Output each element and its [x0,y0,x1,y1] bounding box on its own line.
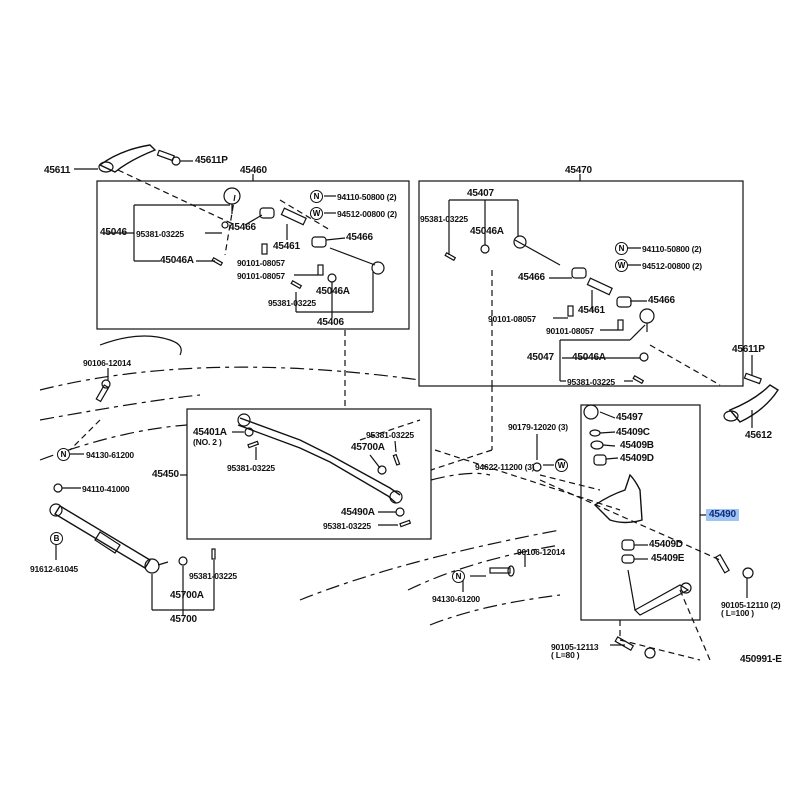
part-label-45046a-c[interactable]: 45046A [470,226,504,237]
part-label-45409d-a[interactable]: 45409D [620,453,654,464]
part-label-45409c[interactable]: 45409C [616,427,650,438]
bolt-symbol: B [50,532,63,545]
part-label-45409d-b[interactable]: 45409D [649,539,683,550]
part-label-90179[interactable]: 90179-12020 (3) [508,422,568,432]
diagram-code: 450991-E [740,654,782,665]
part-label-45466-c[interactable]: 45466 [518,272,545,283]
part-label-45612[interactable]: 45612 [745,430,772,441]
group-box-45450 [186,408,432,540]
part-label-45461-b[interactable]: 45461 [578,305,605,316]
part-label-45611[interactable]: 45611 [44,165,71,176]
part-label-94110-a[interactable]: 94110-50800 (2) [337,192,397,202]
part-label-94512-a[interactable]: 94512-00800 (2) [337,209,397,219]
group-box-45470 [418,180,744,387]
group-label-45700[interactable]: 45700 [170,614,197,625]
part-label-45409b[interactable]: 45409B [620,440,654,451]
part-label-95381-b[interactable]: 95381-03225 [268,298,316,308]
part-label-45497[interactable]: 45497 [616,412,643,423]
part-label-94622[interactable]: 94622-11200 (3) [475,462,535,472]
part-label-95381-c[interactable]: 95381-03225 [420,214,468,224]
group-label-45490-highlighted[interactable]: 45490 [706,509,739,521]
part-label-45046[interactable]: 45046 [100,227,127,238]
part-label-94512-b[interactable]: 94512-00800 (2) [642,261,702,271]
part-label-95381-a[interactable]: 95381-03225 [136,229,184,239]
washer-symbol-a: W [310,207,323,220]
part-label-90101-d[interactable]: 90101-08057 [546,326,594,336]
group-label-45470[interactable]: 45470 [565,165,592,176]
nut-symbol-a: N [310,190,323,203]
part-label-45490a[interactable]: 45490A [341,507,375,518]
part-label-90105-b[interactable]: 90105-12113 [551,642,599,652]
nut-symbol-d: N [452,570,465,583]
part-label-94110-b[interactable]: 94110-50800 (2) [642,244,702,254]
part-label-95381-d[interactable]: 95381-03225 [567,377,615,387]
part-label-45401a-note: (NO. 2 ) [193,437,222,447]
part-label-95381-g[interactable]: 95381-03225 [323,521,371,531]
part-label-95381-e[interactable]: 95381-03225 [227,463,275,473]
part-label-45461-a[interactable]: 45461 [273,241,300,252]
part-label-45700a-a[interactable]: 45700A [351,442,385,453]
group-box-45490 [580,404,701,621]
washer-symbol-b: W [615,259,628,272]
part-label-90101-a[interactable]: 90101-08057 [237,258,285,268]
part-label-45466-d[interactable]: 45466 [648,295,675,306]
part-label-90106-a[interactable]: 90106-12014 [83,358,131,368]
part-label-45700a-b[interactable]: 45700A [170,590,204,601]
part-label-45406[interactable]: 45406 [317,317,344,328]
part-label-94130-a[interactable]: 94130-61200 [86,450,134,460]
part-label-90105-a-note: ( L=100 ) [721,608,754,618]
part-label-45407[interactable]: 45407 [467,188,494,199]
part-label-90105-b-note: ( L=80 ) [551,650,580,660]
part-label-94110-c[interactable]: 94110-41000 [82,484,130,494]
part-label-45046a-b[interactable]: 45046A [316,286,350,297]
part-label-90105-a[interactable]: 90105-12110 (2) [721,600,781,610]
group-label-45460[interactable]: 45460 [240,165,267,176]
part-label-45409e[interactable]: 45409E [651,553,685,564]
part-label-45047[interactable]: 45047 [527,352,554,363]
group-label-45450[interactable]: 45450 [152,469,179,480]
part-label-95381-h[interactable]: 95381-03225 [189,571,237,581]
group-box-45460 [96,180,410,330]
part-label-45611p-right[interactable]: 45611P [732,344,765,355]
part-label-45046a-d[interactable]: 45046A [572,352,606,363]
part-label-94130-b[interactable]: 94130-61200 [432,594,480,604]
part-label-45466-b[interactable]: 45466 [346,232,373,243]
part-label-45611p-left[interactable]: 45611P [195,155,228,166]
washer-symbol-c: W [555,459,568,472]
part-label-45401a[interactable]: 45401A [193,427,227,438]
part-label-95381-f[interactable]: 95381-03225 [366,430,414,440]
part-label-45466-a[interactable]: 45466 [229,222,256,233]
part-label-90101-c[interactable]: 90101-08057 [488,314,536,324]
part-label-90106-b[interactable]: 90106-12014 [517,547,565,557]
part-label-90101-b[interactable]: 90101-08057 [237,271,285,281]
nut-symbol-c: N [57,448,70,461]
part-label-45046a-a[interactable]: 45046A [160,255,194,266]
part-label-91612[interactable]: 91612-61045 [30,564,78,574]
nut-symbol-b: N [615,242,628,255]
